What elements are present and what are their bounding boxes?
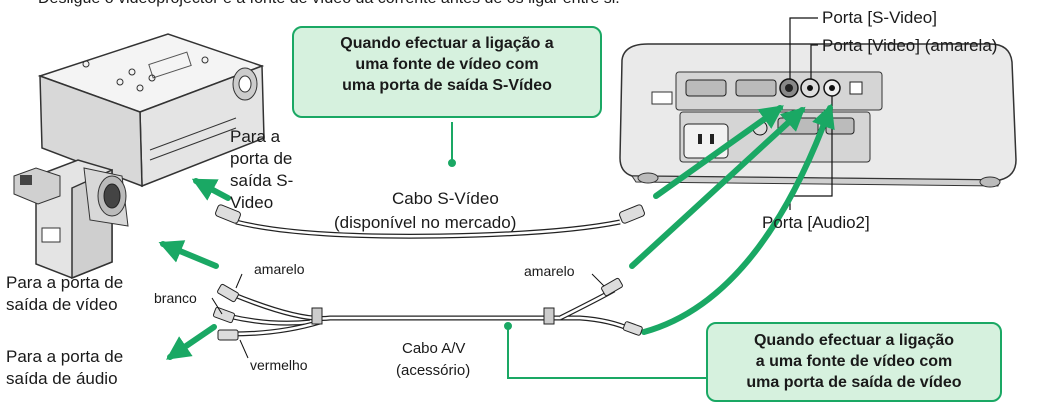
callout-svideo-line1: Quando efectuar a ligação a bbox=[340, 35, 554, 52]
svideo-cable-label-2: (disponível no mercado) bbox=[334, 213, 517, 232]
svideo-out-label-2: porta de bbox=[230, 149, 293, 168]
callout-video: Quando efectuar a ligação a uma fonte de… bbox=[706, 322, 1002, 402]
yellow-left-label: amarelo bbox=[254, 261, 305, 277]
svideo-cable-icon bbox=[215, 204, 645, 239]
cable-label-pointers bbox=[211, 273, 605, 359]
red-label: vermelho bbox=[250, 357, 308, 373]
audio-out-label-2: saída de áudio bbox=[6, 369, 118, 388]
callout-video-line2: a uma fonte de vídeo com bbox=[755, 353, 953, 370]
svideo-port-label: Porta [S-Video] bbox=[822, 8, 937, 27]
callout-video-line1: Quando efectuar a ligação bbox=[753, 332, 955, 349]
video-out-label-1: Para a porta de bbox=[6, 273, 124, 292]
av-cable-label-1: Cabo A/V bbox=[402, 340, 466, 357]
av-cable-icon bbox=[212, 277, 643, 341]
camcorder-icon bbox=[13, 159, 129, 280]
video-out-label-2: saída de vídeo bbox=[6, 295, 118, 314]
callout-svideo: Quando efectuar a ligação a uma fonte de… bbox=[292, 26, 602, 118]
signal-arrows bbox=[158, 103, 835, 360]
intro-text: Desligue o videoprojector e a fonte de v… bbox=[38, 0, 620, 9]
av-cable-label-2: (acessório) bbox=[396, 362, 471, 379]
white-label: branco bbox=[154, 290, 197, 306]
yellow-right-label: amarelo bbox=[524, 263, 575, 279]
callout-svideo-line2: uma fonte de vídeo com bbox=[355, 56, 539, 73]
audio2-port-label: Porta [Audio2] bbox=[762, 213, 870, 232]
callout-svideo-line3: uma porta de saída S-Vídeo bbox=[342, 77, 552, 94]
vcr-device-icon bbox=[37, 33, 265, 188]
callout-connectors bbox=[448, 122, 708, 379]
svideo-out-label-4: Video bbox=[230, 193, 274, 212]
callout-video-line3: uma porta de saída de vídeo bbox=[746, 374, 962, 391]
svideo-out-label-3: saída S- bbox=[230, 171, 294, 190]
svideo-out-label-1: Para a bbox=[230, 127, 281, 146]
audio-out-label-1: Para a porta de bbox=[6, 347, 124, 366]
svideo-cable-label-1: Cabo S-Vídeo bbox=[392, 189, 499, 208]
video-port-label: Porta [Video] (amarela) bbox=[822, 36, 998, 55]
projector-icon bbox=[619, 43, 1017, 188]
